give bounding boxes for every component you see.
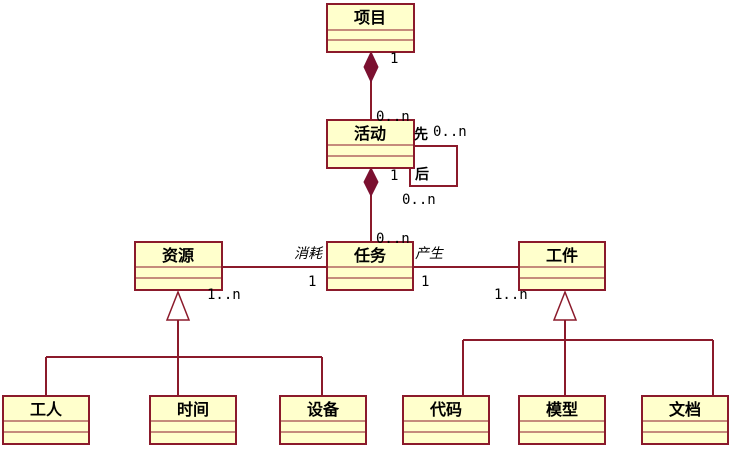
class-time-name: 时间 — [177, 400, 209, 419]
role-after: 后 — [415, 166, 429, 183]
artifact-generalization-arrow — [552, 289, 578, 321]
class-task[interactable]: 任务 — [326, 241, 414, 291]
class-resource[interactable]: 资源 — [134, 241, 223, 291]
class-document[interactable]: 文档 — [641, 395, 729, 445]
class-equipment-name: 设备 — [307, 400, 340, 419]
mult-activity-one: 1 — [390, 168, 398, 184]
class-project[interactable]: 项目 — [326, 3, 415, 53]
mult-project-one: 1 — [390, 51, 398, 67]
role-produce: 产生 — [415, 246, 444, 262]
mult-artifact-many: 1..n — [494, 287, 528, 303]
class-document-name: 文档 — [669, 400, 701, 419]
mult-resource-many: 1..n — [207, 287, 241, 303]
mult-self-many-right: 0..n — [433, 124, 467, 140]
project-composition-diamond — [363, 50, 379, 84]
class-activity-name: 活动 — [354, 124, 386, 143]
class-artifact[interactable]: 工件 — [518, 241, 606, 291]
class-artifact-name: 工件 — [546, 246, 578, 265]
class-model[interactable]: 模型 — [518, 395, 606, 445]
class-project-name: 项目 — [354, 8, 386, 27]
class-code[interactable]: 代码 — [402, 395, 490, 445]
mult-task-many: 0..n — [376, 231, 410, 247]
activity-composition-diamond — [363, 166, 379, 198]
class-equipment[interactable]: 设备 — [279, 395, 367, 445]
connector-lines — [45, 52, 714, 396]
mult-activity-many-top: 0..n — [376, 109, 410, 125]
role-before: 先 — [414, 126, 428, 143]
mult-self-many-bottom: 0..n — [402, 192, 436, 208]
class-activity[interactable]: 活动 — [326, 119, 415, 169]
class-code-name: 代码 — [429, 400, 462, 419]
resource-generalization-arrow — [165, 289, 191, 321]
class-time[interactable]: 时间 — [149, 395, 237, 445]
role-consume: 消耗 — [294, 246, 324, 262]
class-model-name: 模型 — [546, 400, 578, 419]
class-worker[interactable]: 工人 — [2, 395, 90, 445]
class-worker-name: 工人 — [30, 400, 63, 419]
mult-task-one-left: 1 — [308, 274, 316, 290]
class-resource-name: 资源 — [162, 246, 194, 265]
mult-task-one-right: 1 — [421, 274, 429, 290]
class-task-name: 任务 — [353, 246, 387, 265]
activity-self-line — [409, 145, 458, 187]
